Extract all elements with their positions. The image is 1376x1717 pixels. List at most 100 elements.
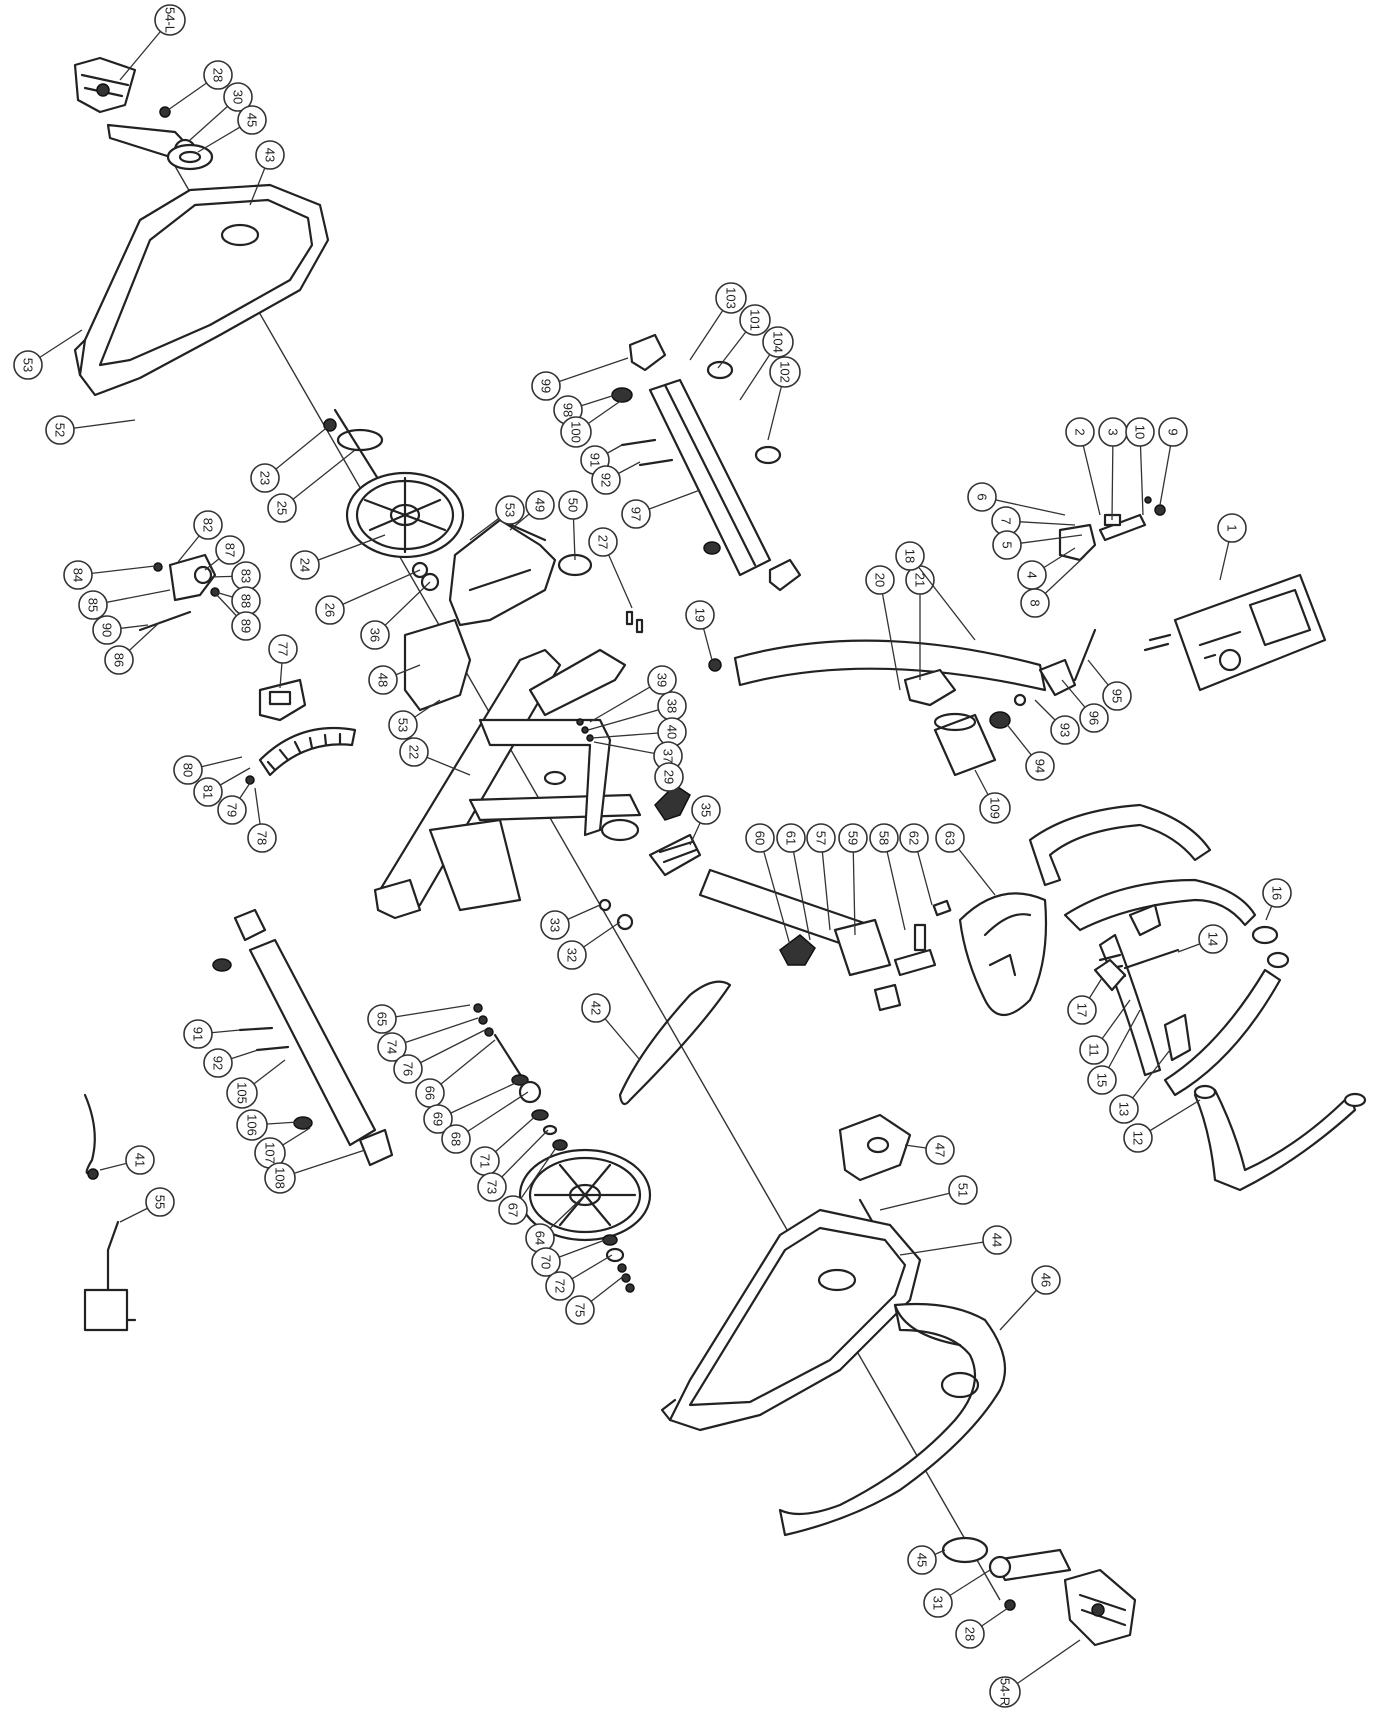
callout: 88: [231, 586, 261, 616]
callout-circle: [685, 600, 715, 630]
callout: 41: [125, 1145, 155, 1175]
callout: 13: [1109, 1094, 1139, 1124]
callout-circle: [621, 499, 651, 529]
callout: 83: [231, 561, 261, 591]
callout-label: 86: [112, 653, 127, 667]
bracket-21: [903, 668, 957, 707]
callout: 73: [477, 1172, 507, 1202]
callout-circle: [223, 82, 253, 112]
callout: 108: [264, 1162, 296, 1194]
callout-label: 91: [588, 453, 603, 467]
leader-line: [281, 449, 356, 509]
callout-label: 53: [21, 358, 36, 372]
callout: 35: [691, 795, 721, 825]
callout: 76: [393, 1054, 423, 1084]
callout-label: 100: [569, 421, 584, 443]
callout-label: 3: [1106, 428, 1121, 435]
callout: 22: [399, 737, 429, 767]
leader-line: [820, 837, 831, 931]
u-frame-12: [1193, 1084, 1367, 1192]
callout-circle: [236, 1109, 268, 1141]
leader-line: [381, 1004, 471, 1020]
callout: 74: [377, 1032, 407, 1062]
callout-circle: [145, 1187, 175, 1217]
callout-label: 20: [873, 573, 888, 587]
callout: 104: [762, 326, 794, 358]
callout-circle: [923, 1588, 953, 1618]
callout: 39: [647, 665, 677, 695]
callout-circle: [1109, 1094, 1139, 1124]
callout: 89: [231, 611, 261, 641]
foot-cap-108: [358, 1128, 394, 1167]
callout-circle: [63, 560, 93, 590]
callout-circle: [560, 416, 592, 448]
callout-circle: [1025, 751, 1055, 781]
callout: 19: [685, 600, 715, 630]
callout-circle: [982, 1225, 1012, 1255]
end-cap-99: [628, 333, 667, 372]
bushing-104: [754, 445, 782, 465]
callout: 12: [1123, 1123, 1153, 1153]
callout: 17: [1067, 995, 1097, 1025]
leader-line: [391, 1017, 479, 1048]
callout: 82: [193, 510, 223, 540]
callout: 29: [654, 762, 684, 792]
callout: 92: [591, 465, 621, 495]
callout-circle: [565, 1295, 595, 1325]
callout-label: 42: [589, 1001, 604, 1015]
callout: 9: [1158, 417, 1188, 447]
crank-bolt-28-right: [1004, 1599, 1016, 1611]
callout-label: 38: [665, 699, 680, 713]
callout-label: 72: [553, 1279, 568, 1293]
washer-33: [598, 898, 612, 912]
callout-label: 33: [548, 918, 563, 932]
callout-label: 88: [239, 594, 254, 608]
drive-belt-42: [618, 980, 732, 1106]
callout-circle: [290, 550, 320, 580]
callout-circle: [647, 665, 677, 695]
callout: 53: [388, 710, 418, 740]
callout: 71: [470, 1146, 500, 1176]
callout: 95: [1102, 681, 1132, 711]
callout-circle: [1065, 417, 1095, 447]
callout-label: 76: [401, 1062, 416, 1076]
callout-circle: [1262, 878, 1292, 908]
side-cover-left: [73, 183, 330, 397]
callout-label: 27: [596, 535, 611, 549]
callout: 44: [982, 1225, 1012, 1255]
callout-label: 69: [431, 1112, 446, 1126]
callout-circle: [45, 415, 75, 445]
callout: 54-R: [989, 1676, 1021, 1708]
cap-62: [932, 899, 952, 917]
leader-line: [899, 1239, 998, 1256]
callout-label: 22: [407, 745, 422, 759]
callout-circle: [558, 490, 588, 520]
leader-line: [790, 837, 811, 941]
callout-label: 17: [1075, 1003, 1090, 1017]
callout-circle: [13, 350, 43, 380]
callout-label: 78: [255, 831, 270, 845]
callout: 42: [581, 993, 611, 1023]
callout-label: 108: [273, 1167, 288, 1189]
cover-piece-47: [838, 1113, 912, 1182]
callout-label: 46: [1039, 1273, 1054, 1287]
callout-circle: [217, 795, 247, 825]
callout-label: 65: [375, 1012, 390, 1026]
bushing-101: [706, 360, 734, 380]
callout: 10: [1125, 417, 1155, 447]
leader-line: [759, 837, 791, 946]
callout-circle: [78, 590, 108, 620]
callout-label: 36: [368, 628, 383, 642]
callout-circle: [495, 495, 525, 525]
bracket-49: [448, 518, 557, 627]
callout-label: 50: [566, 498, 581, 512]
callout: 99: [531, 371, 561, 401]
callout: 48: [368, 665, 398, 695]
callout-circle: [215, 535, 245, 565]
callout-circle: [1158, 417, 1188, 447]
callout-label: 5: [1000, 541, 1015, 548]
callout-circle: [691, 795, 721, 825]
callout-circle: [367, 1004, 397, 1034]
callout: 50: [558, 490, 588, 520]
callout-circle: [979, 792, 1011, 824]
